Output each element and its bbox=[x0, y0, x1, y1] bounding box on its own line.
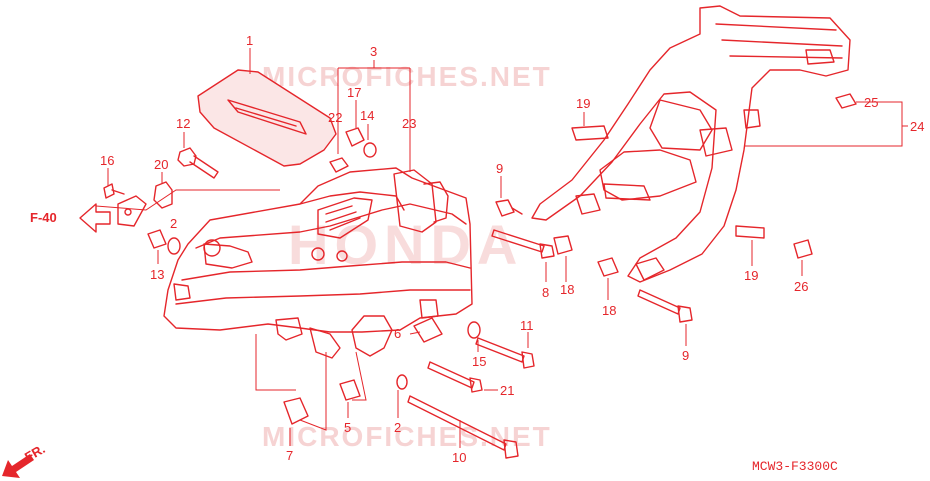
part-17-nut[interactable] bbox=[345, 127, 365, 147]
part-22-clip[interactable] bbox=[329, 157, 349, 173]
reference-label: F-40 bbox=[30, 210, 57, 225]
part-6-bushing[interactable] bbox=[413, 317, 443, 343]
callout-numbers: 1 3 17 22 14 23 12 16 20 2 13 9 19 8 18 … bbox=[100, 33, 924, 465]
part-8-long-bolt[interactable] bbox=[491, 229, 555, 259]
callout-2a: 2 bbox=[170, 216, 177, 231]
callout-22: 22 bbox=[328, 110, 342, 125]
callout-23: 23 bbox=[402, 116, 416, 131]
part-15-washer[interactable] bbox=[467, 321, 481, 339]
callout-9a: 9 bbox=[496, 161, 503, 176]
part-18a-collar[interactable] bbox=[553, 235, 573, 255]
callout-3: 3 bbox=[370, 44, 377, 59]
part-26-cap[interactable] bbox=[793, 239, 813, 259]
callout-24: 24 bbox=[910, 119, 924, 134]
callout-20: 20 bbox=[154, 157, 168, 172]
callout-18b: 18 bbox=[602, 303, 616, 318]
drawing-code: MCW3-F3300C bbox=[752, 459, 838, 474]
front-direction-arrow bbox=[2, 454, 34, 478]
part-2b-washer[interactable] bbox=[396, 374, 408, 390]
part-9b-bolt[interactable] bbox=[637, 289, 693, 323]
callout-21: 21 bbox=[500, 383, 514, 398]
callout-19b: 19 bbox=[744, 268, 758, 283]
watermark-bottom: MICROFICHES.NET bbox=[262, 421, 552, 452]
callout-25: 25 bbox=[864, 95, 878, 110]
callout-19a: 19 bbox=[576, 96, 590, 111]
part-19a-spacer[interactable] bbox=[571, 125, 609, 141]
main-frame[interactable] bbox=[163, 167, 473, 359]
callout-26: 26 bbox=[794, 279, 808, 294]
part-10-long-bolt[interactable] bbox=[407, 395, 519, 459]
part-16-bolt[interactable] bbox=[103, 183, 125, 199]
part-2a-washer[interactable] bbox=[167, 237, 181, 255]
callout-2b: 2 bbox=[394, 420, 401, 435]
callout-8: 8 bbox=[542, 285, 549, 300]
callout-9b: 9 bbox=[682, 348, 689, 363]
part-14-washer[interactable] bbox=[363, 142, 377, 158]
callout-15: 15 bbox=[472, 354, 486, 369]
callout-16: 16 bbox=[100, 153, 114, 168]
part-11-bolt[interactable] bbox=[475, 337, 535, 369]
part-7-mount[interactable] bbox=[283, 397, 309, 425]
rear-subframe[interactable] bbox=[531, 5, 851, 283]
part-1-cover[interactable] bbox=[197, 69, 337, 167]
callout-10: 10 bbox=[452, 450, 466, 465]
part-12-bolt[interactable] bbox=[177, 147, 219, 179]
watermark-brand: HONDA bbox=[288, 213, 523, 276]
callout-17: 17 bbox=[347, 85, 361, 100]
part-19b-spacer[interactable] bbox=[735, 225, 765, 239]
part-18b-collar[interactable] bbox=[597, 257, 619, 277]
callout-18a: 18 bbox=[560, 282, 574, 297]
bracket[interactable] bbox=[117, 195, 147, 227]
callout-11: 11 bbox=[520, 318, 534, 333]
callout-7: 7 bbox=[286, 448, 293, 463]
leader-lines bbox=[95, 48, 908, 448]
reference-arrow bbox=[79, 203, 111, 233]
part-20-bolt[interactable] bbox=[153, 181, 173, 209]
callout-12: 12 bbox=[176, 116, 190, 131]
part-9a-bolt[interactable] bbox=[495, 199, 523, 217]
part-25-clip[interactable] bbox=[835, 93, 857, 109]
watermark-top: MICROFICHES.NET bbox=[262, 61, 552, 92]
callout-14: 14 bbox=[360, 108, 374, 123]
callout-6: 6 bbox=[394, 326, 401, 341]
part-13-collar[interactable] bbox=[147, 229, 167, 249]
part-21-bolt[interactable] bbox=[427, 361, 483, 393]
callout-5: 5 bbox=[344, 420, 351, 435]
callout-1: 1 bbox=[246, 33, 253, 48]
callout-13: 13 bbox=[150, 267, 164, 282]
part-5-collar[interactable] bbox=[339, 379, 361, 401]
